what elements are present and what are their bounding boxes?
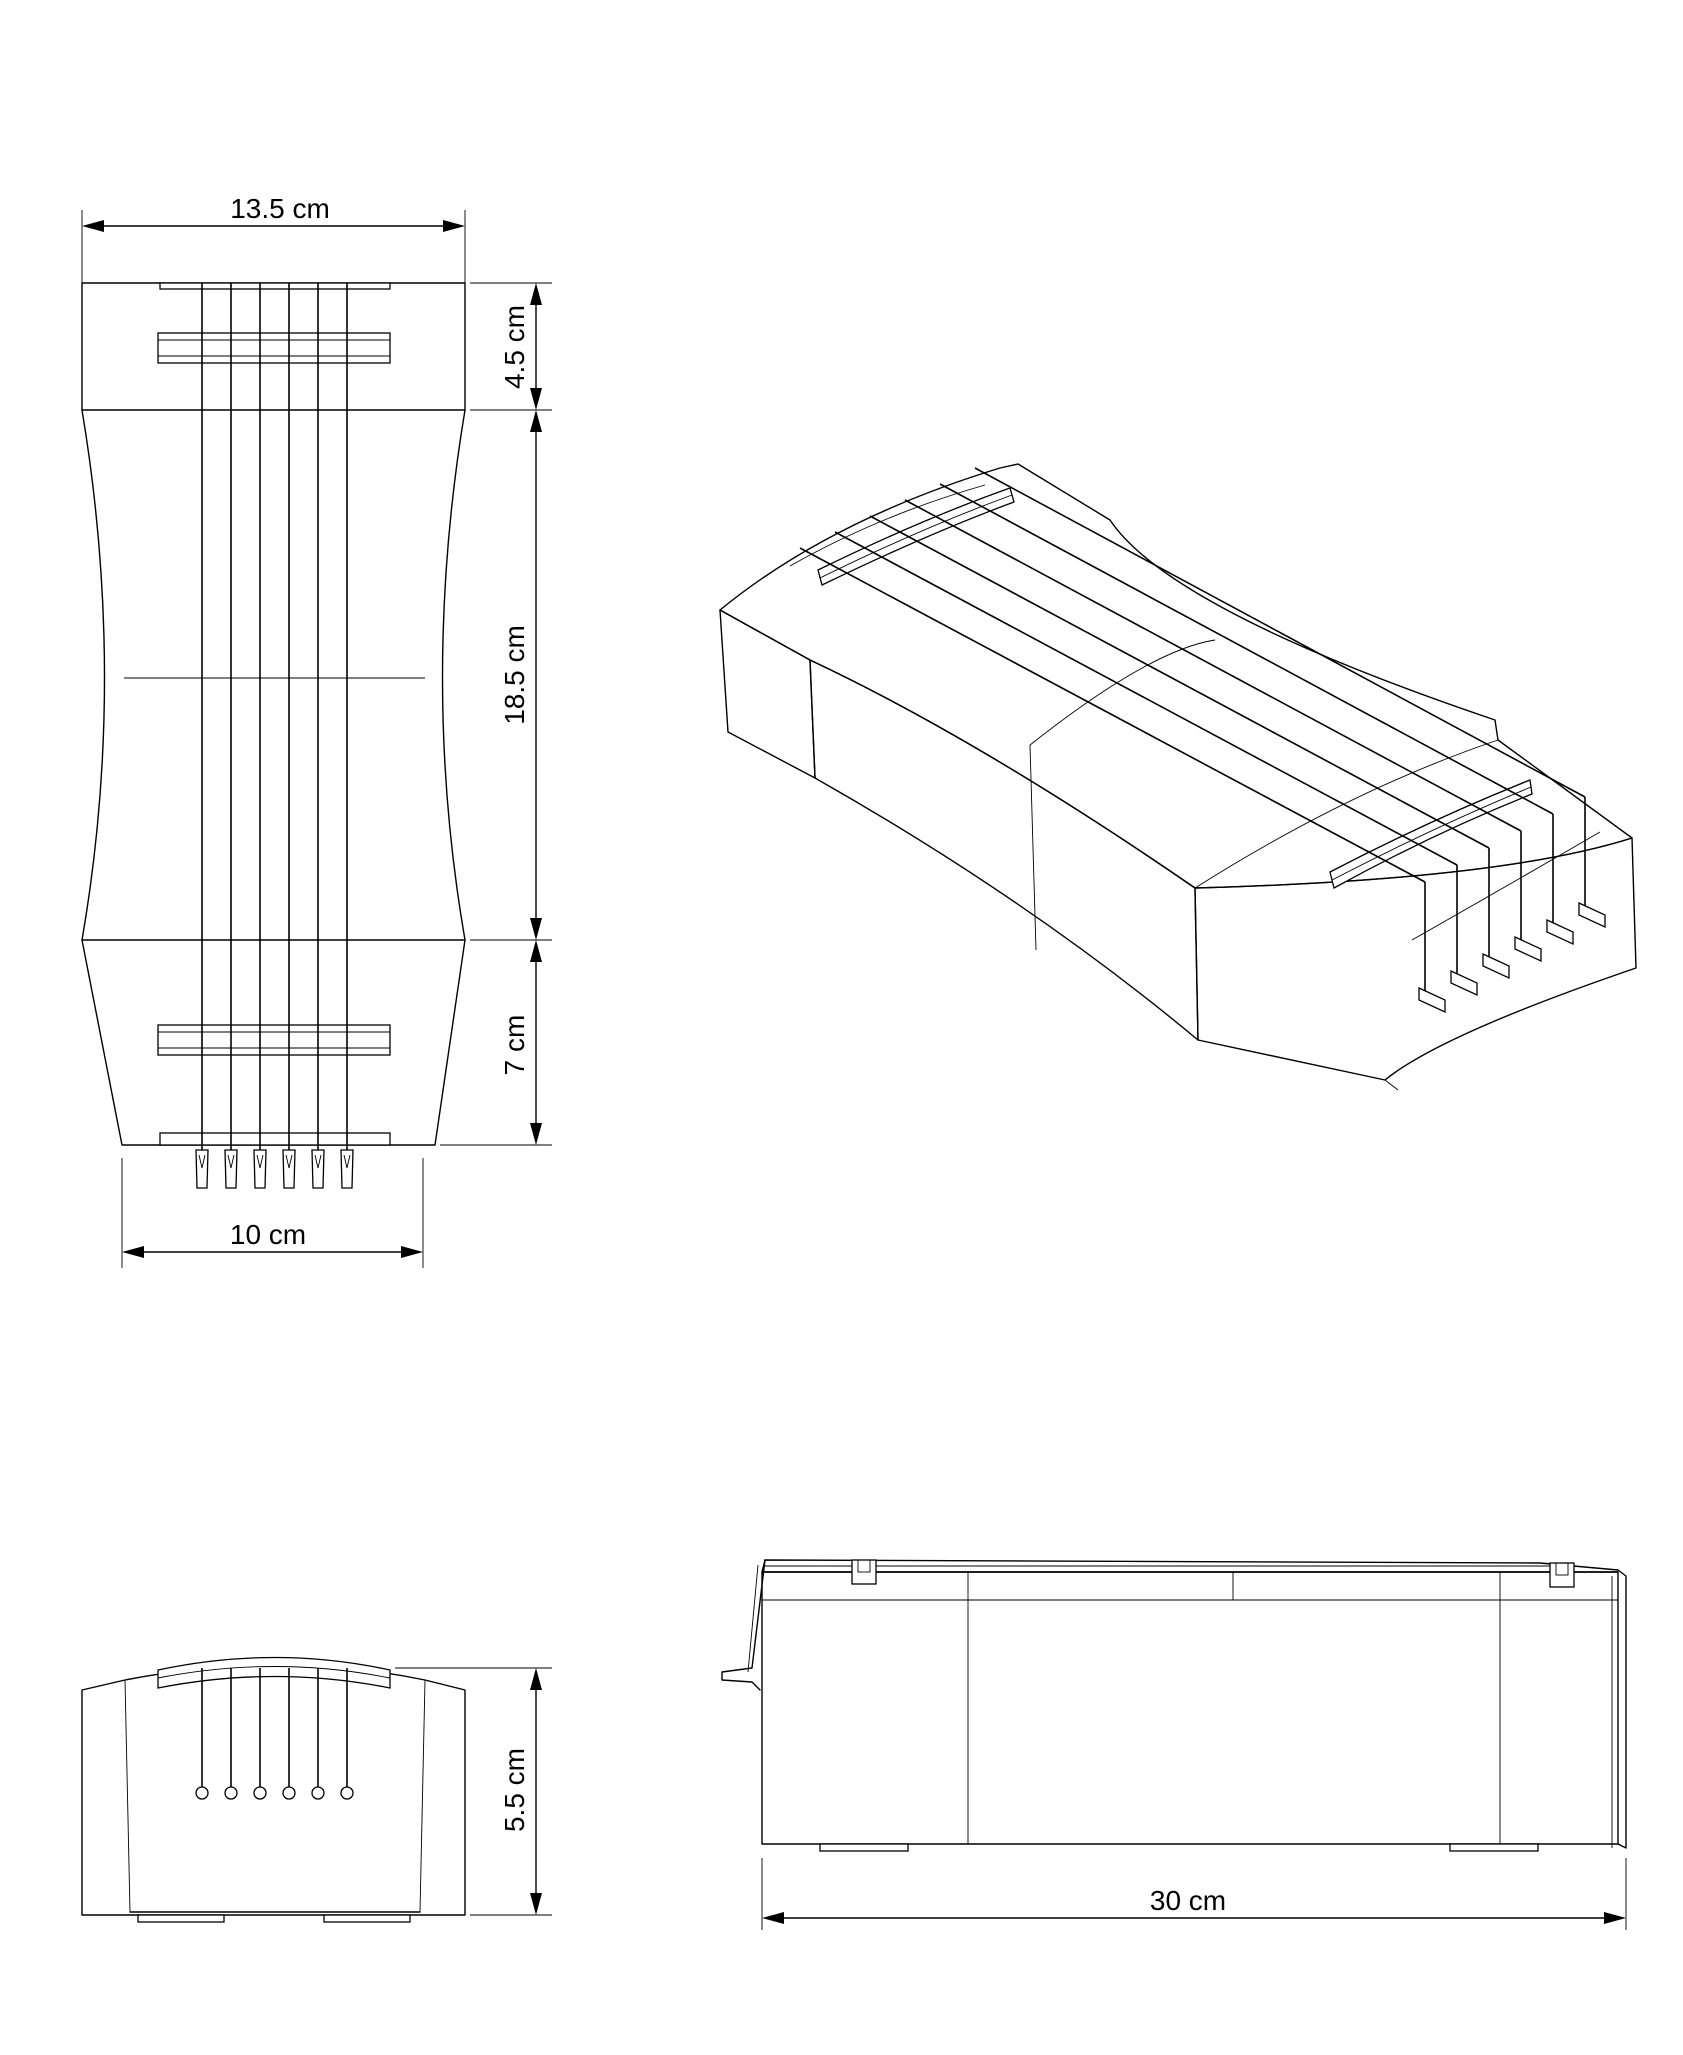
end-view-strings	[195, 1668, 354, 1800]
tuning-peg	[282, 1149, 296, 1189]
tuning-peg	[253, 1149, 267, 1189]
dimension-height-label: 5.5 cm	[499, 1748, 530, 1832]
side-view-top-profile	[761, 1559, 1619, 1573]
dimension-total-length-label: 30 cm	[1150, 1885, 1226, 1916]
iso-view-string	[869, 515, 1490, 849]
iso-tuning-peg	[1514, 935, 1542, 963]
dimension-head-length-label: 4.5 cm	[499, 305, 530, 389]
end-view-bridge	[157, 1656, 391, 1689]
dimension-top-width: 13.5 cm	[81, 193, 466, 283]
dimension-height: 5.5 cm	[395, 1667, 552, 1916]
top-view-strings	[195, 283, 354, 1189]
iso-top-surface	[719, 463, 1633, 889]
iso-right-end-face	[1194, 837, 1637, 1081]
iso-tuning-peg	[1482, 952, 1510, 980]
side-view	[721, 1559, 1627, 1852]
top-nut	[159, 282, 391, 290]
iso-front-side-face	[809, 659, 1199, 1041]
iso-tuning-peg	[1578, 901, 1606, 929]
side-view-body	[761, 1571, 1619, 1845]
iso-left-end-face	[719, 609, 816, 779]
end-view-peg	[253, 1786, 267, 1800]
tuning-peg	[195, 1149, 209, 1189]
top-view-body-outline	[81, 282, 466, 1146]
isometric-view	[719, 463, 1637, 1091]
tailpiece	[159, 1132, 391, 1146]
tuning-peg	[340, 1149, 354, 1189]
dimension-bottom-width-label: 10 cm	[230, 1219, 306, 1250]
iso-view-string	[904, 499, 1522, 832]
end-view-peg	[282, 1786, 296, 1800]
end-view-foot-right	[323, 1914, 411, 1923]
end-view-body	[81, 1664, 466, 1916]
tuning-peg	[311, 1149, 325, 1189]
side-view-tail-peg	[721, 1559, 766, 1691]
side-view-foot-left	[819, 1843, 909, 1852]
end-view-peg	[195, 1786, 209, 1800]
top-view	[81, 282, 466, 1189]
bottom-bridge	[157, 1024, 391, 1056]
dimension-tail-length-label: 7 cm	[499, 1015, 530, 1076]
dimension-middle-length-label: 18.5 cm	[499, 625, 530, 725]
iso-view-strings	[799, 467, 1606, 1014]
iso-bottom-bridge	[1329, 779, 1533, 889]
iso-tuning-peg	[1546, 918, 1574, 946]
iso-view-string	[799, 547, 1426, 883]
dimension-head-length: 4.5 cm	[470, 282, 552, 411]
iso-tuning-peg	[1418, 986, 1446, 1014]
iso-view-string	[834, 531, 1458, 866]
dimension-total-length: 30 cm	[761, 1858, 1627, 1930]
iso-tuning-peg	[1450, 969, 1478, 997]
dimension-top-width-label: 13.5 cm	[230, 193, 330, 224]
end-view-peg	[311, 1786, 325, 1800]
dimension-tail-length: 7 cm	[440, 940, 552, 1146]
iso-top-bridge	[817, 487, 1015, 586]
end-view-foot-left	[137, 1914, 225, 1923]
iso-view-string	[939, 483, 1554, 815]
dimension-bottom-width: 10 cm	[121, 1158, 424, 1268]
side-view-foot-right	[1449, 1843, 1539, 1852]
end-view-peg	[340, 1786, 354, 1800]
top-bridge	[157, 332, 391, 364]
iso-view-string	[974, 467, 1586, 798]
tuning-peg	[224, 1149, 238, 1189]
end-view	[81, 1656, 466, 1923]
dimension-middle-length: 18.5 cm	[470, 410, 552, 941]
end-view-peg	[224, 1786, 238, 1800]
